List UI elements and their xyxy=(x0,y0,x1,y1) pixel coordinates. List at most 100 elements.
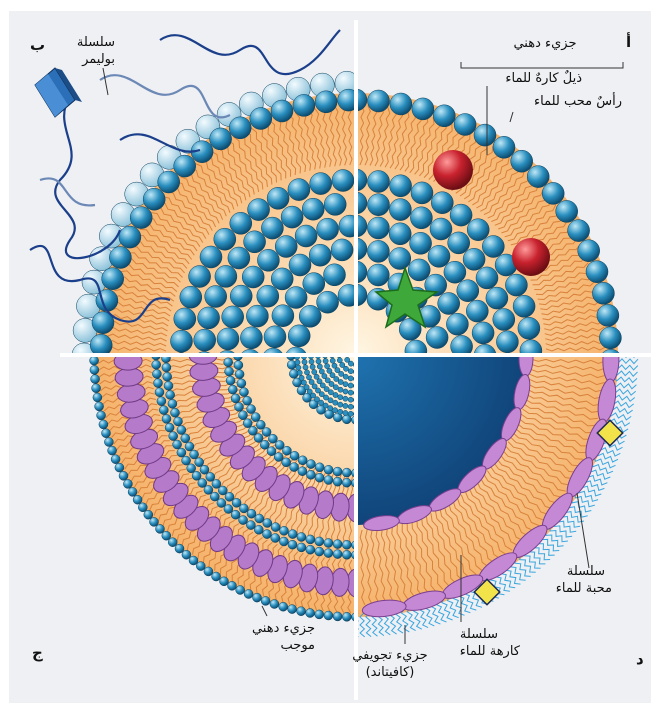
small-head-bead xyxy=(90,356,99,365)
small-head-bead xyxy=(228,385,237,394)
small-head-bead xyxy=(315,537,324,546)
head-bead xyxy=(257,285,279,307)
head-bead xyxy=(285,287,307,309)
core-dot xyxy=(345,357,350,362)
head-bead xyxy=(599,327,621,349)
small-head-bead xyxy=(267,447,276,456)
head-bead xyxy=(433,105,455,127)
core-dot xyxy=(296,365,301,370)
core-dot xyxy=(330,358,335,363)
head-bead xyxy=(102,268,124,290)
small-head-bead xyxy=(156,524,165,533)
small-head-bead xyxy=(253,593,262,602)
small-head-bead xyxy=(298,467,307,476)
small-head-bead xyxy=(333,540,342,549)
small-head-bead xyxy=(239,504,248,513)
head-bead xyxy=(493,309,515,331)
head-bead xyxy=(463,248,485,270)
small-head-bead xyxy=(192,471,201,480)
small-head-bead xyxy=(163,372,172,381)
core-dot xyxy=(338,395,343,400)
small-head-bead xyxy=(92,384,101,393)
head-bead xyxy=(309,244,331,266)
head-bead xyxy=(586,261,608,283)
head-bead xyxy=(248,199,270,221)
small-head-bead xyxy=(115,463,124,472)
small-head-bead xyxy=(152,369,161,378)
small-head-bead xyxy=(290,451,299,460)
core-dot xyxy=(301,380,306,385)
head-bead xyxy=(412,98,434,120)
head-bead xyxy=(302,198,324,220)
hydrophobic-molecule-red-2 xyxy=(512,238,550,276)
core-dot xyxy=(325,364,330,369)
head-bead xyxy=(310,173,332,195)
core-dot xyxy=(348,369,353,374)
small-head-bead xyxy=(315,463,324,472)
small-head-bead xyxy=(239,411,248,420)
head-bead xyxy=(295,225,317,247)
head-bead xyxy=(215,265,237,287)
core-dot xyxy=(348,404,353,409)
core-dot xyxy=(343,410,348,415)
head-bead xyxy=(444,261,466,283)
small-head-bead xyxy=(174,417,183,426)
small-head-bead xyxy=(261,596,270,605)
head-bead xyxy=(450,204,472,226)
label-hydrophobic-chain-line2: كارهة للماء xyxy=(438,643,520,660)
head-bead xyxy=(90,334,112,356)
label-lipid-molecule: جزيء دهني xyxy=(500,35,590,52)
small-head-bead xyxy=(235,402,244,411)
head-bead xyxy=(505,274,527,296)
head-bead xyxy=(411,182,433,204)
small-head-bead xyxy=(315,610,324,619)
head-bead xyxy=(240,327,262,349)
small-head-bead xyxy=(97,411,106,420)
head-bead xyxy=(474,124,496,146)
head-bead xyxy=(217,328,239,350)
core-dot xyxy=(337,358,342,363)
head-bead xyxy=(315,91,337,113)
small-head-bead xyxy=(282,458,291,467)
small-head-bead xyxy=(237,379,246,388)
head-bead xyxy=(493,136,515,158)
small-head-bead xyxy=(297,543,306,552)
head-bead xyxy=(428,245,450,267)
label-hydrophobic-tail: ذيلٌ كارهٌ للماء xyxy=(480,70,582,87)
head-bead xyxy=(527,166,549,188)
small-head-bead xyxy=(333,477,342,486)
panel-label-c: ج xyxy=(32,644,43,662)
core-dot xyxy=(309,359,314,364)
small-head-bead xyxy=(228,581,237,590)
small-head-bead xyxy=(280,526,289,535)
small-head-bead xyxy=(198,479,207,488)
small-head-bead xyxy=(342,550,351,559)
core-dot xyxy=(303,365,308,370)
small-head-bead xyxy=(260,440,269,449)
small-head-bead xyxy=(315,547,324,556)
small-head-bead xyxy=(99,420,108,429)
head-bead xyxy=(214,228,236,250)
head-bead xyxy=(389,248,411,270)
small-head-bead xyxy=(255,514,264,523)
small-head-bead xyxy=(243,396,252,405)
label-polymer-chain-line1: سلسلة xyxy=(55,34,115,51)
small-head-bead xyxy=(333,467,342,476)
head-bead xyxy=(180,286,202,308)
small-head-bead xyxy=(297,533,306,542)
head-bead xyxy=(496,331,518,353)
small-head-bead xyxy=(212,572,221,581)
head-bead xyxy=(194,329,216,351)
head-bead xyxy=(109,247,131,269)
small-head-bead xyxy=(315,473,324,482)
small-head-bead xyxy=(244,590,253,599)
small-head-bead xyxy=(243,419,252,428)
core-dot xyxy=(310,364,315,369)
core-dot xyxy=(317,379,322,384)
small-head-bead xyxy=(324,611,333,620)
core-dot xyxy=(309,379,314,384)
head-bead xyxy=(331,239,353,261)
head-bead xyxy=(198,307,220,329)
small-head-bead xyxy=(342,612,351,621)
head-bead xyxy=(293,94,315,116)
